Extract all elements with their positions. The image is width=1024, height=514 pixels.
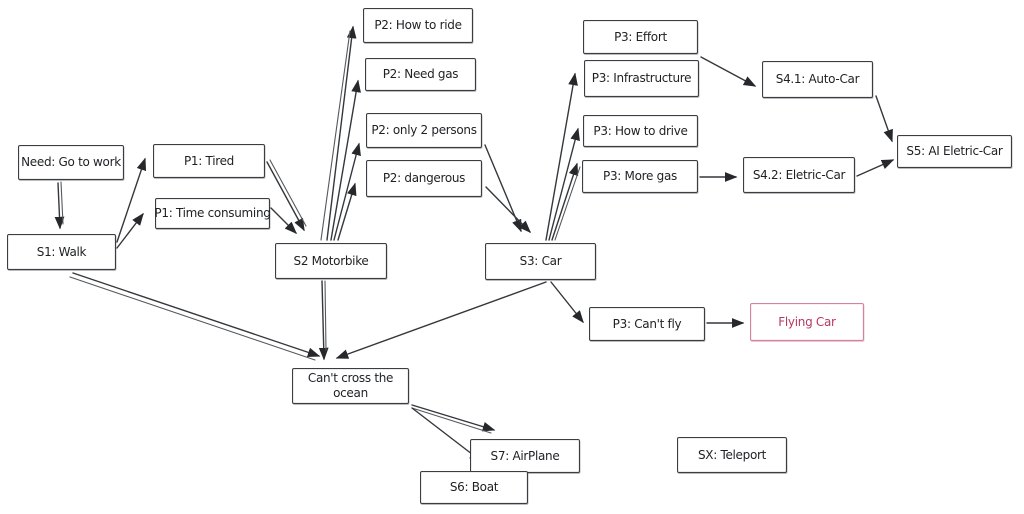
node-p2-only-2-persons[interactable]: P2: only 2 persons xyxy=(366,113,482,148)
node-p3-cant-fly[interactable]: P3: Can't fly xyxy=(589,307,705,341)
node-cant-cross-the-ocean[interactable]: Can't cross the ocean xyxy=(292,368,409,404)
node-s41-auto-car[interactable]: S4.1: Auto-Car xyxy=(762,61,873,98)
edge-p1-time-s2[interactable] xyxy=(270,207,297,234)
node-sx-teleport[interactable]: SX: Teleport xyxy=(677,437,787,473)
node-s42-eletric-car[interactable]: S4.2: Eletric-Car xyxy=(743,157,855,193)
node-s2-motorbike[interactable]: S2 Motorbike xyxy=(275,243,387,279)
edge-p2-danger-s3[interactable] xyxy=(485,186,531,234)
edge-s2-p2-ride[interactable] xyxy=(320,25,357,241)
edge-s2-p2-danger[interactable] xyxy=(337,182,357,241)
edge-ocean-s7[interactable] xyxy=(411,404,496,434)
edge-p1-tired-s2[interactable] xyxy=(266,159,307,232)
node-p2-need-gas[interactable]: P2: Need gas xyxy=(365,58,476,91)
edge-s2-p2-persons[interactable] xyxy=(333,142,361,241)
edge-s3-p3-gas[interactable] xyxy=(551,162,581,241)
node-s6-boat[interactable]: S6: Boat xyxy=(420,471,528,504)
edge-s1-p1-time[interactable] xyxy=(116,212,144,249)
edge-s3-p3-fly[interactable] xyxy=(550,281,584,324)
node-s3-car[interactable]: S3: Car xyxy=(485,243,596,280)
node-p1-tired[interactable]: P1: Tired xyxy=(153,144,265,178)
node-p2-dangerous[interactable]: P2: dangerous xyxy=(366,160,482,197)
node-need-go-to-work[interactable]: Need: Go to work xyxy=(18,145,124,180)
node-p3-effort[interactable]: P3: Effort xyxy=(583,20,698,54)
edge-need-s1[interactable] xyxy=(54,181,65,230)
edge-p2-persons-s3[interactable] xyxy=(484,144,522,233)
node-flying-car[interactable]: Flying Car xyxy=(750,303,864,341)
node-p2-how-to-ride[interactable]: P2: How to ride xyxy=(363,8,473,43)
node-s7-airplane[interactable]: S7: AirPlane xyxy=(470,439,580,473)
edge-s3-ocean[interactable] xyxy=(335,281,547,359)
edge-p3-effort-s41[interactable] xyxy=(700,56,757,87)
node-p3-infrastructure[interactable]: P3: Infrastructure xyxy=(584,60,699,97)
node-s1-walk[interactable]: S1: Walk xyxy=(7,234,116,270)
node-p3-how-to-drive[interactable]: P3: How to drive xyxy=(583,115,698,147)
edge-s42-s5[interactable] xyxy=(856,159,895,177)
node-p1-time-consuming[interactable]: P1: Time consuming xyxy=(154,198,271,229)
edge-s1-ocean[interactable] xyxy=(69,272,321,361)
edge-s2-ocean[interactable] xyxy=(318,280,329,361)
edge-s41-s5[interactable] xyxy=(875,95,893,143)
node-p3-more-gas[interactable]: P3: More gas xyxy=(582,160,698,193)
edge-s3-p3-infra[interactable] xyxy=(545,72,578,241)
edge-s3-p3-drive[interactable] xyxy=(548,127,580,241)
node-s5-ai-eletric-car[interactable]: S5: AI Eletric-Car xyxy=(897,135,1012,168)
edge-s2-p2-gas[interactable] xyxy=(330,79,361,241)
